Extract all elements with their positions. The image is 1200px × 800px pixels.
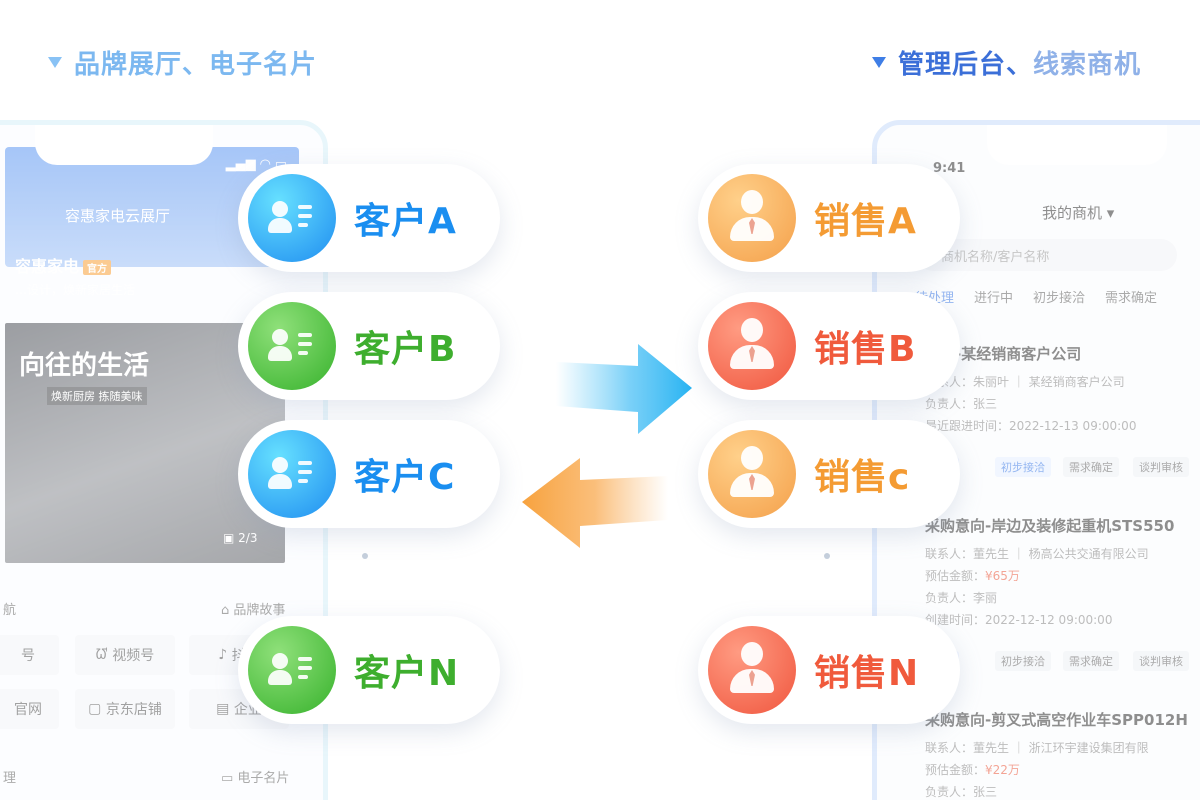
customer-pill-n[interactable]: 客户N	[238, 616, 500, 724]
status-tabs: 待处理 进行中 初步接洽 需求确定	[915, 287, 1157, 306]
channels-icon: ᘺ	[95, 647, 113, 663]
opportunity-owner: 负责人：张三	[925, 397, 998, 411]
my-opportunities-title[interactable]: 我的商机 ▾	[1042, 204, 1115, 222]
phone-notch	[987, 125, 1167, 165]
arrow-right-icon	[556, 344, 692, 434]
opportunity-card-title[interactable]: 意向-某经销商客户公司	[925, 345, 1082, 363]
business-card-text: 电子名片	[237, 771, 290, 786]
contact-card-icon	[248, 174, 336, 262]
tab-initial-contact[interactable]: 初步接洽	[1033, 291, 1086, 306]
tag-needs-confirmed: 需求确定	[1063, 651, 1119, 671]
sales-label: 销售B	[814, 329, 917, 370]
nav-btn-jd[interactable]: ▢ 京东店铺	[75, 689, 175, 729]
customer-pill-a[interactable]: 客户A	[238, 164, 500, 272]
opportunity-card-title[interactable]: 采购意向-岸边及装修起重机STS550	[925, 517, 1175, 535]
sales-pill-c[interactable]: 销售c	[698, 420, 960, 528]
nav-btn-channels-text: 视频号	[112, 648, 155, 664]
amount-value: ¥65万	[985, 569, 1020, 583]
brand-story-link[interactable]: ⌂ 品牌故事	[221, 603, 286, 618]
sales-label: 销售A	[814, 201, 917, 242]
brand-name-text: 容惠家电	[15, 257, 80, 276]
opportunity-contact: 联系人：董先生 ｜ 杨高公共交通有限公司	[925, 547, 1149, 561]
heading-right: 管理后台、 线索商机	[872, 44, 1141, 81]
tab-needs-confirmed[interactable]: 需求确定	[1105, 291, 1158, 306]
customer-pill-b[interactable]: 客户B	[238, 292, 500, 400]
opportunity-owner: 负责人：张三	[925, 785, 998, 799]
opportunity-owner: 负责人：李丽	[925, 591, 998, 605]
opportunity-contact: 联系人：朱丽叶 ｜ 某经销商客户公司	[925, 375, 1125, 389]
sales-label: 销售c	[814, 457, 911, 498]
hero-banner[interactable]	[5, 323, 285, 563]
tag-initial-contact: 初步接洽	[995, 457, 1051, 477]
sales-pill-b[interactable]: 销售B	[698, 292, 960, 400]
nav-btn-wechat[interactable]: 号	[0, 635, 59, 675]
nav-btn-jd-text: 京东店铺	[105, 702, 162, 718]
official-badge: 官方	[83, 260, 112, 275]
brand-slogan: …设计，焕新家居生活	[15, 283, 136, 297]
opportunity-search-input[interactable]: 商机名称/客户名称	[917, 239, 1177, 271]
opportunity-card-title[interactable]: 采购意向-剪叉式高空作业车SPP012H	[925, 711, 1188, 729]
brand-name: 容惠家电官方	[15, 253, 112, 277]
contact-card-icon	[248, 430, 336, 518]
opportunity-time: 最近跟进时间：2022-12-13 09:00:00	[925, 419, 1137, 433]
status-time: 9:41	[933, 161, 966, 176]
heading-left: 品牌展厅、电子名片	[48, 44, 317, 81]
salesperson-icon	[708, 626, 796, 714]
opportunity-contact: 联系人：董先生 ｜ 浙江环宇建设集团有限	[925, 741, 1149, 755]
phone-notch	[35, 125, 213, 165]
sales-label: 销售N	[814, 653, 920, 694]
customer-label: 客户A	[354, 201, 457, 242]
connector-dot	[362, 553, 368, 559]
tag-negotiation: 谈判审核	[1133, 651, 1189, 671]
customer-label: 客户B	[354, 329, 457, 370]
salesperson-icon	[708, 302, 796, 390]
tag-initial-contact: 初步接洽	[995, 651, 1051, 671]
hero-title: 向往的生活	[19, 351, 150, 381]
banner-pager: ▣ 2/3	[223, 531, 258, 545]
brand-story-text: 品牌故事	[233, 603, 286, 618]
amount-value: ¥22万	[985, 763, 1020, 777]
opportunity-amount: 预估金额：¥22万	[925, 761, 1020, 778]
nav-btn-web[interactable]: 官网	[0, 689, 59, 729]
amount-label: 预估金额：	[925, 569, 986, 583]
contact-card-icon	[248, 302, 336, 390]
contact-card-icon	[248, 626, 336, 714]
enterprise-icon: ▤	[216, 701, 234, 717]
heading-right-text: 管理后台、	[898, 50, 1034, 80]
amount-label: 预估金额：	[925, 763, 986, 777]
heading-left-text: 品牌展厅、电子名片	[74, 50, 318, 80]
connector-dot	[824, 553, 830, 559]
salesperson-icon	[708, 174, 796, 262]
opportunity-time: 创建时间：2022-12-12 09:00:00	[925, 613, 1113, 627]
douyin-icon: ♪	[218, 647, 232, 663]
opportunity-amount: 预估金额：¥65万	[925, 567, 1020, 584]
sales-pill-a[interactable]: 销售A	[698, 164, 960, 272]
salesperson-icon	[708, 430, 796, 518]
showroom-title: 容惠家电云展厅	[65, 207, 171, 225]
sales-pill-n[interactable]: 销售N	[698, 616, 960, 724]
jd-shop-icon: ▢	[88, 701, 106, 717]
nav-section-label: 航	[3, 603, 17, 618]
heading-right-fade-text: 线索商机	[1033, 50, 1142, 80]
tab-in-progress[interactable]: 进行中	[974, 291, 1014, 306]
hero-subtitle: 焕新厨房 拣随美味	[47, 387, 147, 405]
business-card-link[interactable]: ▭ 电子名片	[221, 771, 290, 786]
nav-btn-channels[interactable]: ᘺ 视频号	[75, 635, 175, 675]
triangle-down-icon	[872, 57, 886, 68]
customer-label: 客户N	[354, 653, 460, 694]
tag-needs-confirmed: 需求确定	[1063, 457, 1119, 477]
customer-label: 客户C	[354, 457, 456, 498]
banner-pager-text: 2/3	[238, 531, 258, 545]
bottom-section-label: 理	[3, 771, 17, 786]
triangle-down-icon	[48, 57, 62, 68]
arrow-left-icon	[522, 458, 668, 548]
tag-negotiation: 谈判审核	[1133, 457, 1189, 477]
customer-pill-c[interactable]: 客户C	[238, 420, 500, 528]
